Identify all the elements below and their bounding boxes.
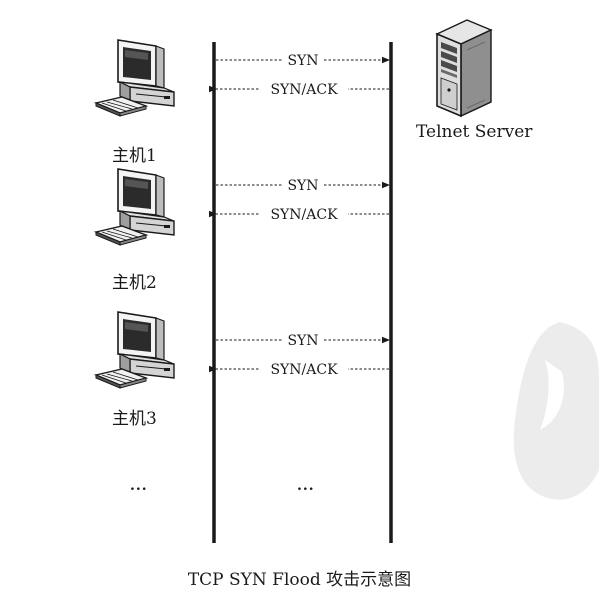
- watermark-logo-icon: [513, 322, 599, 500]
- host-2-computer-icon: [95, 168, 175, 246]
- telnet-server-label: Telnet Server: [416, 122, 533, 142]
- more-hosts-ellipsis: ...: [130, 478, 148, 494]
- telnet-server-icon: [436, 19, 492, 117]
- syn-label-1: SYN: [287, 53, 318, 69]
- host-3-label: 主机3: [112, 409, 157, 429]
- synack-label-3: SYN/ACK: [270, 362, 338, 378]
- host-1-computer-icon: [95, 39, 175, 117]
- more-messages-ellipsis: ...: [297, 478, 315, 494]
- host-2-label: 主机2: [112, 273, 157, 293]
- syn-label-2: SYN: [287, 178, 318, 194]
- host-3-computer-icon: [95, 311, 175, 389]
- synack-label-1: SYN/ACK: [270, 82, 338, 98]
- host-1-label: 主机1: [112, 146, 157, 166]
- syn-label-3: SYN: [287, 333, 318, 349]
- synack-label-2: SYN/ACK: [270, 207, 338, 223]
- figure-caption: TCP SYN Flood 攻击示意图: [187, 570, 412, 590]
